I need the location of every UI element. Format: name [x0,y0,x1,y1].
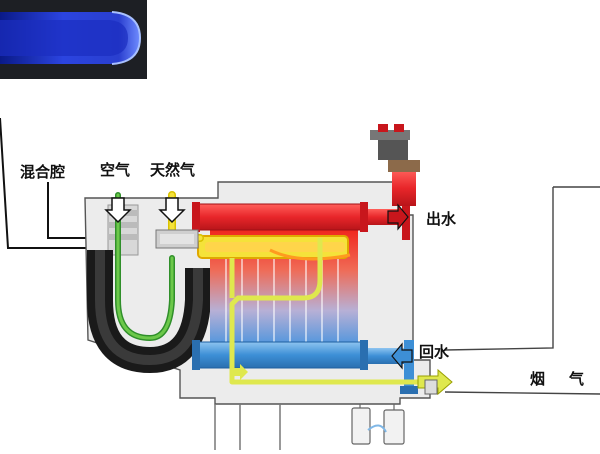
flue-gas-label: 烟气 [530,370,584,388]
arrow-down-icon [158,197,186,224]
arrow-down-icon [104,197,132,224]
air-line [115,192,175,341]
arrow-right-icon [387,203,409,231]
burner [197,235,351,261]
intake-duct [87,250,211,374]
water-return-label: 回水 [419,343,450,361]
hot-water-outlet [370,124,420,206]
mixing-chamber [155,229,199,249]
support-legs [214,404,281,450]
natural-gas-label: 天然气 [150,161,196,179]
arrow-left-icon [391,342,413,370]
arrow-right-icon [232,364,248,380]
drain-fittings [351,404,405,445]
mixing-chamber-label: 混合腔 [20,163,66,181]
water-out-label: 出水 [426,210,457,228]
cold-water-header [192,340,418,394]
flame-photo-inset [0,0,147,79]
hot-water-header [192,202,410,240]
flue-gas-path [229,238,440,385]
valve-icon [424,379,438,395]
flue-duct [444,186,600,395]
air-label: 空气 [100,161,131,179]
